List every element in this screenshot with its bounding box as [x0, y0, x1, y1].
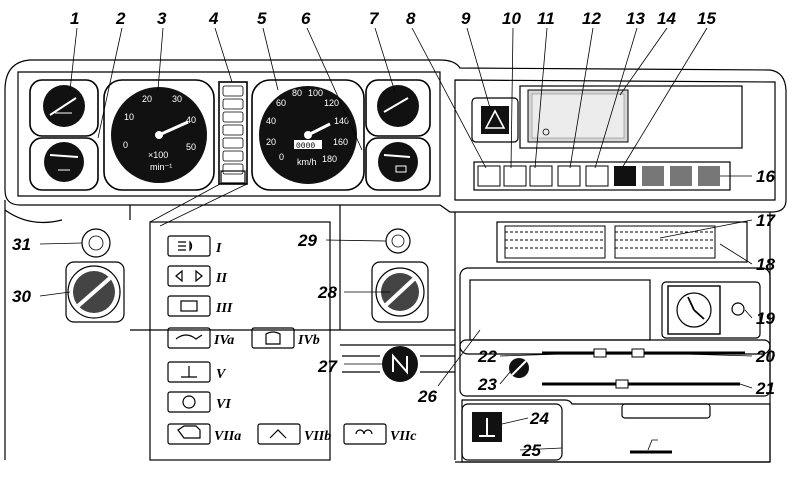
tach-tick: 40 — [186, 115, 196, 125]
callout-18: 18 — [756, 255, 775, 274]
legend-label-VIIc: VIIc — [390, 429, 417, 444]
callout-28: 28 — [317, 283, 337, 302]
speedo-tick: 60 — [276, 98, 286, 108]
callout-8: 8 — [406, 9, 416, 28]
speedo-tick: 20 — [266, 137, 276, 147]
air-vents — [496, 221, 748, 263]
warning-lamp-column — [218, 81, 248, 185]
speedo-tick: 80 — [292, 88, 302, 98]
fuel-gauge — [29, 79, 99, 137]
callout-4: 4 — [208, 9, 219, 28]
speedo-unit: km/h — [297, 157, 317, 167]
callout-6: 6 — [301, 9, 311, 28]
tach-tick: 0 — [123, 140, 128, 150]
callout-30: 30 — [12, 287, 31, 306]
callout-13: 13 — [626, 9, 645, 28]
callout-23: 23 — [477, 375, 497, 394]
callout-21: 21 — [755, 379, 775, 398]
legend-label-II: II — [215, 271, 227, 286]
tach-tick: 20 — [142, 94, 152, 104]
legend-label-VIIa: VIIa — [214, 429, 241, 444]
callout-numbers: 1 2 3 4 5 6 7 8 9 10 11 12 13 14 15 16 1… — [12, 9, 776, 460]
oil-pressure-gauge — [365, 79, 431, 137]
legend-label-VI: VI — [216, 397, 231, 412]
callout-9: 9 — [461, 9, 471, 28]
tach-tick: 10 — [124, 112, 134, 122]
callout-16: 16 — [756, 167, 775, 186]
callout-27: 27 — [317, 357, 338, 376]
tach-unit: ×100 — [148, 150, 168, 160]
tach-tick: 50 — [186, 142, 196, 152]
callout-31: 31 — [12, 235, 31, 254]
speedo-tick: 140 — [334, 116, 349, 126]
odometer: 0000 — [296, 142, 315, 151]
speedo-tick: 120 — [324, 98, 339, 108]
gear-shift-knob — [342, 346, 455, 382]
legend-label-IVb: IVb — [297, 333, 320, 348]
legend-label-VIIb: VIIb — [304, 429, 331, 444]
console — [459, 267, 771, 355]
callout-17: 17 — [756, 211, 776, 230]
voltmeter-gauge — [365, 137, 431, 191]
callout-11: 11 — [537, 9, 555, 28]
heater-controls — [459, 339, 771, 397]
speedo-tick: 0 — [279, 152, 284, 162]
callout-20: 20 — [755, 347, 775, 366]
speedo-tick: 100 — [308, 88, 323, 98]
legend-label-V: V — [216, 367, 227, 382]
callout-26: 26 — [417, 387, 437, 406]
glovebox — [461, 399, 771, 463]
temperature-gauge — [29, 137, 99, 191]
speedometer: 0 20 40 60 80 100 120 140 160 180 0000 k… — [251, 79, 365, 191]
hazard-switch — [471, 97, 519, 143]
legend-label-III: III — [215, 301, 233, 316]
leader-lines — [39, 27, 753, 451]
legend-panel — [149, 183, 387, 461]
callout-5: 5 — [257, 9, 267, 28]
callout-3: 3 — [157, 9, 167, 28]
center-display-panel — [519, 85, 743, 149]
callout-2: 2 — [115, 9, 126, 28]
speedo-tick: 40 — [266, 116, 276, 126]
callout-29: 29 — [297, 231, 317, 250]
callout-19: 19 — [756, 309, 775, 328]
tach-tick: 30 — [172, 94, 182, 104]
tachometer: 0 10 20 30 40 50 ×100 min⁻¹ — [103, 79, 215, 191]
tach-unit: min⁻¹ — [150, 162, 172, 172]
callout-7: 7 — [369, 9, 380, 28]
speedo-tick: 180 — [322, 154, 337, 164]
speedo-tick: 160 — [333, 137, 348, 147]
center-knob-area — [371, 228, 429, 323]
callout-12: 12 — [582, 9, 601, 28]
legend-label-I: I — [215, 241, 222, 256]
callout-24: 24 — [529, 409, 549, 428]
callout-1: 1 — [70, 9, 79, 28]
callout-25: 25 — [521, 441, 541, 460]
switch-row — [473, 161, 731, 191]
callout-22: 22 — [477, 347, 497, 366]
callout-14: 14 — [657, 9, 676, 28]
callout-10: 10 — [502, 9, 521, 28]
legend-label-IVa: IVa — [213, 333, 234, 348]
callout-15: 15 — [697, 9, 716, 28]
